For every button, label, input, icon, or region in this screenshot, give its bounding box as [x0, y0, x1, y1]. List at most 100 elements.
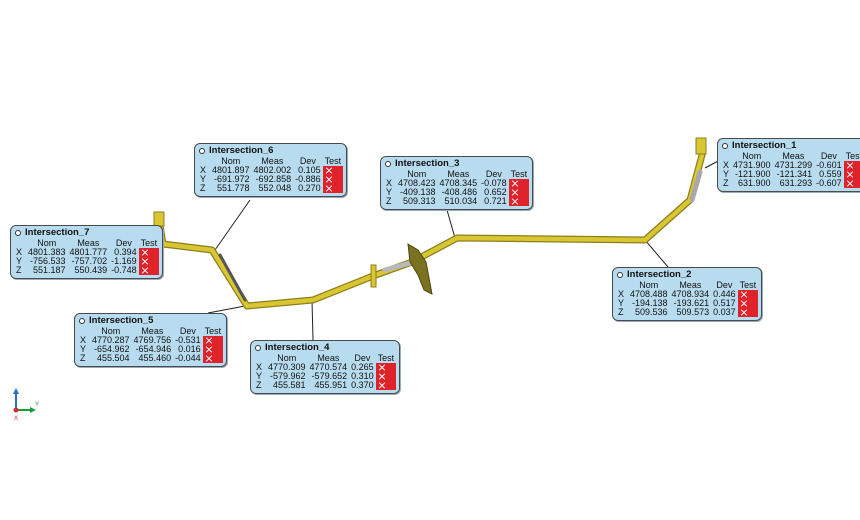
nom-value: 551.778	[217, 183, 250, 193]
fail-icon	[375, 372, 397, 381]
fail-icon	[843, 161, 860, 170]
leader-line-5	[207, 305, 246, 314]
nom-value: -579.962	[270, 371, 306, 381]
fail-icon	[375, 363, 397, 372]
meas-value: -579.652	[311, 371, 348, 381]
axis-z: Z	[80, 353, 86, 363]
meas-value: 509.573	[676, 307, 710, 317]
nom-value: -409.138	[400, 187, 436, 197]
header-test: Test	[510, 169, 528, 179]
axis-z: Z	[200, 183, 206, 193]
meas-value: -692.858	[255, 174, 292, 184]
header-meas: Meas	[261, 156, 284, 166]
callout-title-text: Intersection_7	[25, 227, 90, 238]
axis-x: X	[16, 247, 23, 257]
fail-icon	[843, 179, 860, 188]
dev-value: -0.886	[295, 174, 321, 184]
header-meas: Meas	[77, 238, 100, 248]
triad-z-arrow	[13, 388, 19, 394]
callout-title: Intersection_5	[75, 314, 226, 327]
fail-icon	[508, 188, 530, 197]
axis-y: Y	[256, 371, 263, 381]
fail-icon	[737, 299, 759, 308]
axis-x: X	[618, 289, 625, 299]
header-dev: Dev	[179, 326, 196, 336]
fail-icon	[202, 345, 224, 354]
dev-value: 0.721	[484, 196, 507, 206]
axis-z: Z	[618, 307, 624, 317]
visibility-icon[interactable]	[722, 142, 728, 149]
dev-value: 0.394	[114, 247, 137, 257]
triad-x-axis	[13, 407, 19, 413]
axis-z: Z	[256, 380, 262, 390]
meas-value: -193.621	[673, 298, 710, 308]
clip-fitting	[370, 264, 377, 288]
axis-y: Y	[386, 187, 393, 197]
axis-x: X	[723, 160, 730, 170]
header-nom: Nom	[639, 280, 659, 290]
visibility-icon[interactable]	[385, 160, 391, 167]
header-dev: Dev	[820, 151, 837, 161]
nom-value: 509.536	[635, 307, 668, 317]
callout-title-text: Intersection_4	[265, 342, 330, 353]
visibility-icon[interactable]	[199, 147, 205, 154]
nom-value: 4708.423	[398, 178, 436, 188]
meas-value: 510.034	[444, 196, 478, 206]
dev-value: 0.265	[351, 362, 374, 372]
nom-value: 4801.897	[212, 165, 250, 175]
nom-value: 455.504	[97, 353, 130, 363]
meas-value: 550.439	[74, 265, 108, 275]
fail-icon	[737, 308, 759, 317]
axis-x: X	[386, 178, 393, 188]
leader-line-6	[214, 199, 251, 251]
visibility-icon[interactable]	[15, 229, 21, 236]
dev-value: 0.652	[484, 187, 507, 197]
callout-title-text: Intersection_2	[627, 269, 692, 280]
fail-icon	[322, 184, 344, 193]
nom-value: 4770.309	[268, 362, 306, 372]
fail-icon	[138, 266, 160, 275]
callout-title: Intersection_3	[381, 157, 532, 170]
visibility-icon[interactable]	[617, 271, 623, 278]
axis-x: X	[80, 335, 87, 345]
axis-y: Y	[200, 174, 207, 184]
nom-value: -756.533	[30, 256, 66, 266]
fail-icon	[322, 166, 344, 175]
header-test: Test	[739, 280, 757, 290]
dev-value: -0.748	[111, 265, 137, 275]
dev-value: 0.310	[351, 371, 374, 381]
nom-value: 551.187	[33, 265, 66, 275]
meas-value: 4708.345	[439, 178, 478, 188]
dev-value: -0.044	[175, 353, 201, 363]
nom-value: 4708.488	[630, 289, 668, 299]
fail-icon	[843, 170, 860, 179]
meas-value: 455.460	[138, 353, 172, 363]
fail-icon	[202, 336, 224, 345]
axis-z: Z	[16, 265, 22, 275]
visibility-icon[interactable]	[255, 344, 261, 351]
callout-title-text: Intersection_6	[209, 145, 274, 156]
triad-x-label: X	[14, 416, 18, 422]
visibility-icon[interactable]	[79, 317, 85, 324]
axis-y: Y	[80, 344, 87, 354]
callout-title-text: Intersection_5	[89, 315, 154, 326]
fail-icon	[138, 248, 160, 257]
dev-value: 0.446	[713, 289, 736, 299]
tube-dark-bend	[218, 253, 247, 302]
tube-grey-section	[382, 260, 413, 273]
meas-value: 4731.299	[774, 160, 813, 170]
leader-line-4	[311, 299, 314, 341]
header-nom: Nom	[101, 326, 121, 336]
nom-value: 509.313	[403, 196, 436, 206]
meas-value: 4802.002	[253, 165, 292, 175]
header-nom: Nom	[407, 169, 427, 179]
